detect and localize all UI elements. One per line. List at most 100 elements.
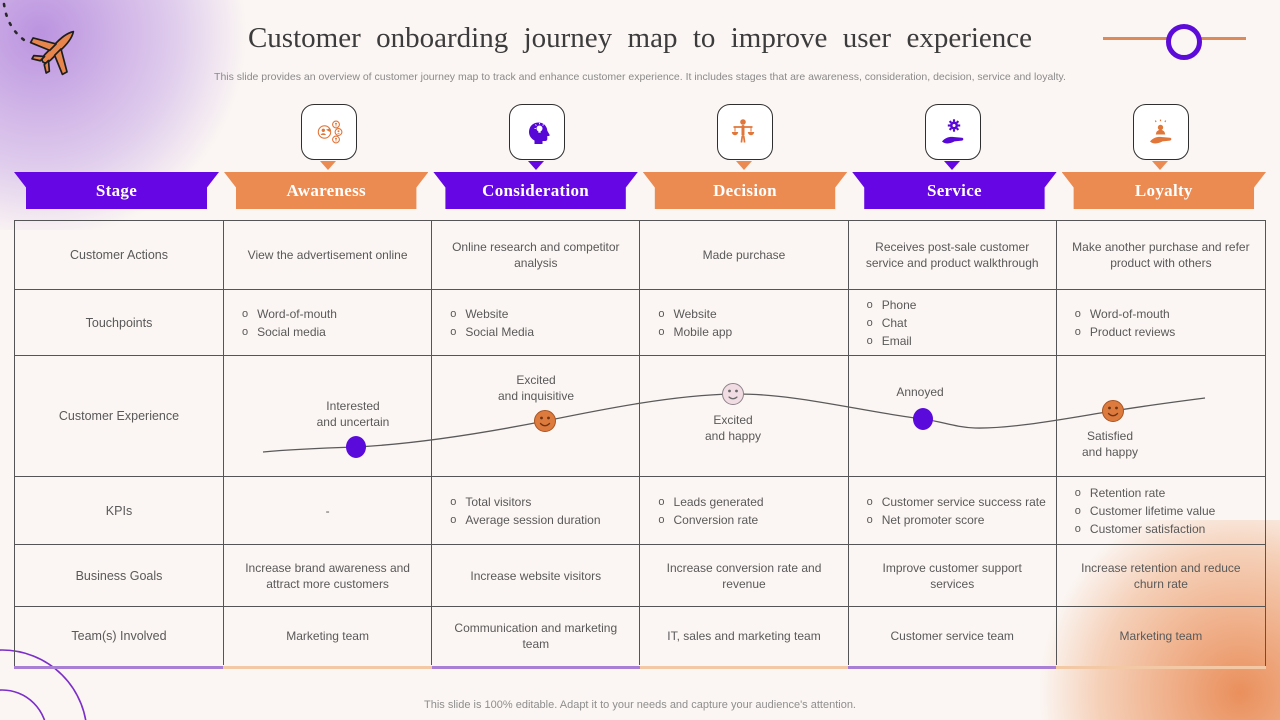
icon-box-consideration	[509, 104, 565, 160]
cell-experience-loyalty	[1056, 356, 1265, 477]
list-item: Website	[673, 306, 717, 321]
list-bullet: o	[658, 325, 665, 338]
experience-label-service: Annoyed	[896, 385, 944, 399]
list-item: Phone	[881, 297, 917, 312]
list-item: Leads generated	[673, 494, 764, 509]
page-title: Customer onboarding journey map to impro…	[247, 22, 1033, 54]
stage-pointer-loyalty	[1152, 161, 1168, 170]
cell-teams-service: Customer service team	[849, 607, 1057, 665]
cell-text: Receives post-sale customer service and …	[865, 240, 1039, 270]
row-label-customer-actions: Customer Actions	[15, 221, 224, 290]
cell-text: View the advertisement online	[247, 248, 408, 262]
stage-banner-consideration: Consideration	[433, 172, 637, 209]
accent-ring-icon	[1166, 24, 1202, 60]
experience-label-loyalty: Satisfied and happy	[1081, 429, 1139, 459]
column-accent	[432, 665, 640, 669]
list-bullet: o	[866, 334, 873, 347]
stage-banner-service: Service	[852, 172, 1056, 209]
list-item: Average session duration	[465, 512, 601, 527]
cell-goals-awareness: Increase brand awareness and attract mor…	[224, 545, 433, 607]
experience-label-decision: Excited and happy	[704, 413, 762, 443]
list-item: Social media	[257, 324, 326, 339]
stage-banner-stage: Stage	[14, 172, 219, 209]
cell-goals-consideration: Increase website visitors	[432, 545, 641, 607]
cell-text: Increase retention and reduce churn rate	[1081, 560, 1241, 591]
list-bullet: o	[658, 513, 665, 526]
cell-actions-decision: Made purchase	[640, 221, 849, 290]
column-accent	[640, 665, 848, 669]
cell-actions-service: Receives post-sale customer service and …	[848, 221, 1057, 290]
list-item: Conversion rate	[673, 512, 759, 527]
row-label-business-goals: Business Goals	[15, 545, 224, 607]
cell-teams-loyalty: Marketing team	[1057, 607, 1265, 665]
cell-text: -	[325, 503, 330, 518]
list-bullet: o	[866, 513, 873, 526]
list-bullet: o	[1074, 504, 1081, 517]
journey-table: Customer Actions View the advertisement …	[14, 220, 1266, 667]
list-bullet: o	[242, 325, 249, 338]
stage-banner-awareness: Awareness	[224, 172, 428, 209]
list-bullet: o	[450, 307, 457, 320]
cell-goals-decision: Increase conversion rate and revenue	[640, 545, 849, 607]
decision-balance-icon	[731, 119, 755, 143]
slide-footer-note: This slide is 100% editable. Adapt it to…	[424, 699, 856, 711]
stage-banner-row: Stage Awareness Consideration Decision S…	[14, 172, 1266, 209]
gear-hand-icon	[942, 119, 964, 144]
stage-banner-label: Service	[926, 181, 982, 200]
row-label-teams: Team(s) Involved	[15, 607, 224, 665]
row-label-kpis: KPIs	[15, 477, 224, 545]
list-bullet: o	[242, 307, 249, 320]
list-bullet: o	[658, 307, 665, 320]
list-item: Net promoter score	[881, 512, 985, 527]
cell-text: Increase conversion rate and revenue	[666, 560, 822, 591]
list-bullet: o	[866, 298, 873, 311]
list-bullet: o	[450, 495, 457, 508]
cell-text: Online research and competitor analysis	[452, 240, 620, 270]
list-item: Email	[881, 333, 912, 348]
cell-goals-loyalty: Increase retention and reduce churn rate	[1056, 545, 1265, 607]
cell-teams-consideration: Communication and marketing team	[432, 607, 641, 665]
cell-text: Improve customer support services	[882, 560, 1022, 591]
list-bullet: o	[1074, 325, 1081, 338]
experience-label-awareness: Interested and uncertain	[316, 399, 390, 429]
stage-banner-label: Awareness	[286, 181, 366, 200]
list-item: Product reviews	[1089, 324, 1176, 339]
row-label-customer-experience: Customer Experience	[15, 356, 224, 477]
list-item: Website	[465, 306, 509, 321]
slide-subtitle: This slide provides an overview of custo…	[214, 71, 1066, 83]
list-bullet: o	[658, 495, 665, 508]
icon-box-decision	[717, 104, 773, 160]
airplane-icon	[2, 2, 75, 76]
cell-text: Increase brand awareness and attract mor…	[245, 560, 410, 591]
cell-kpis-awareness: -	[224, 477, 433, 545]
column-accent	[1056, 665, 1266, 669]
cell-teams-decision: IT, sales and marketing team	[640, 607, 849, 665]
cell-text: Communication and marketing team	[454, 621, 618, 651]
list-item: Retention rate	[1089, 485, 1166, 500]
stage-banner-decision: Decision	[643, 172, 847, 209]
stage-pointer-decision	[736, 161, 752, 170]
cell-text: Customer service team	[890, 629, 1014, 643]
stage-banner-label: Stage	[95, 181, 138, 200]
stage-pointer-service	[944, 161, 960, 170]
stage-banner-label: Loyalty	[1134, 181, 1193, 200]
stage-banner-loyalty: Loyalty	[1062, 172, 1266, 209]
experience-label-consideration: Excited and inquisitive	[497, 373, 575, 403]
list-item: Customer satisfaction	[1089, 521, 1206, 536]
column-accent	[848, 665, 1056, 669]
list-item: Chat	[881, 315, 908, 330]
list-bullet: o	[866, 495, 873, 508]
list-bullet: o	[1074, 486, 1081, 499]
cell-text: Marketing team	[1119, 629, 1203, 643]
list-bullet: o	[866, 316, 873, 329]
list-item: Word-of-mouth	[257, 306, 337, 321]
stage-pointer-awareness	[320, 161, 336, 170]
